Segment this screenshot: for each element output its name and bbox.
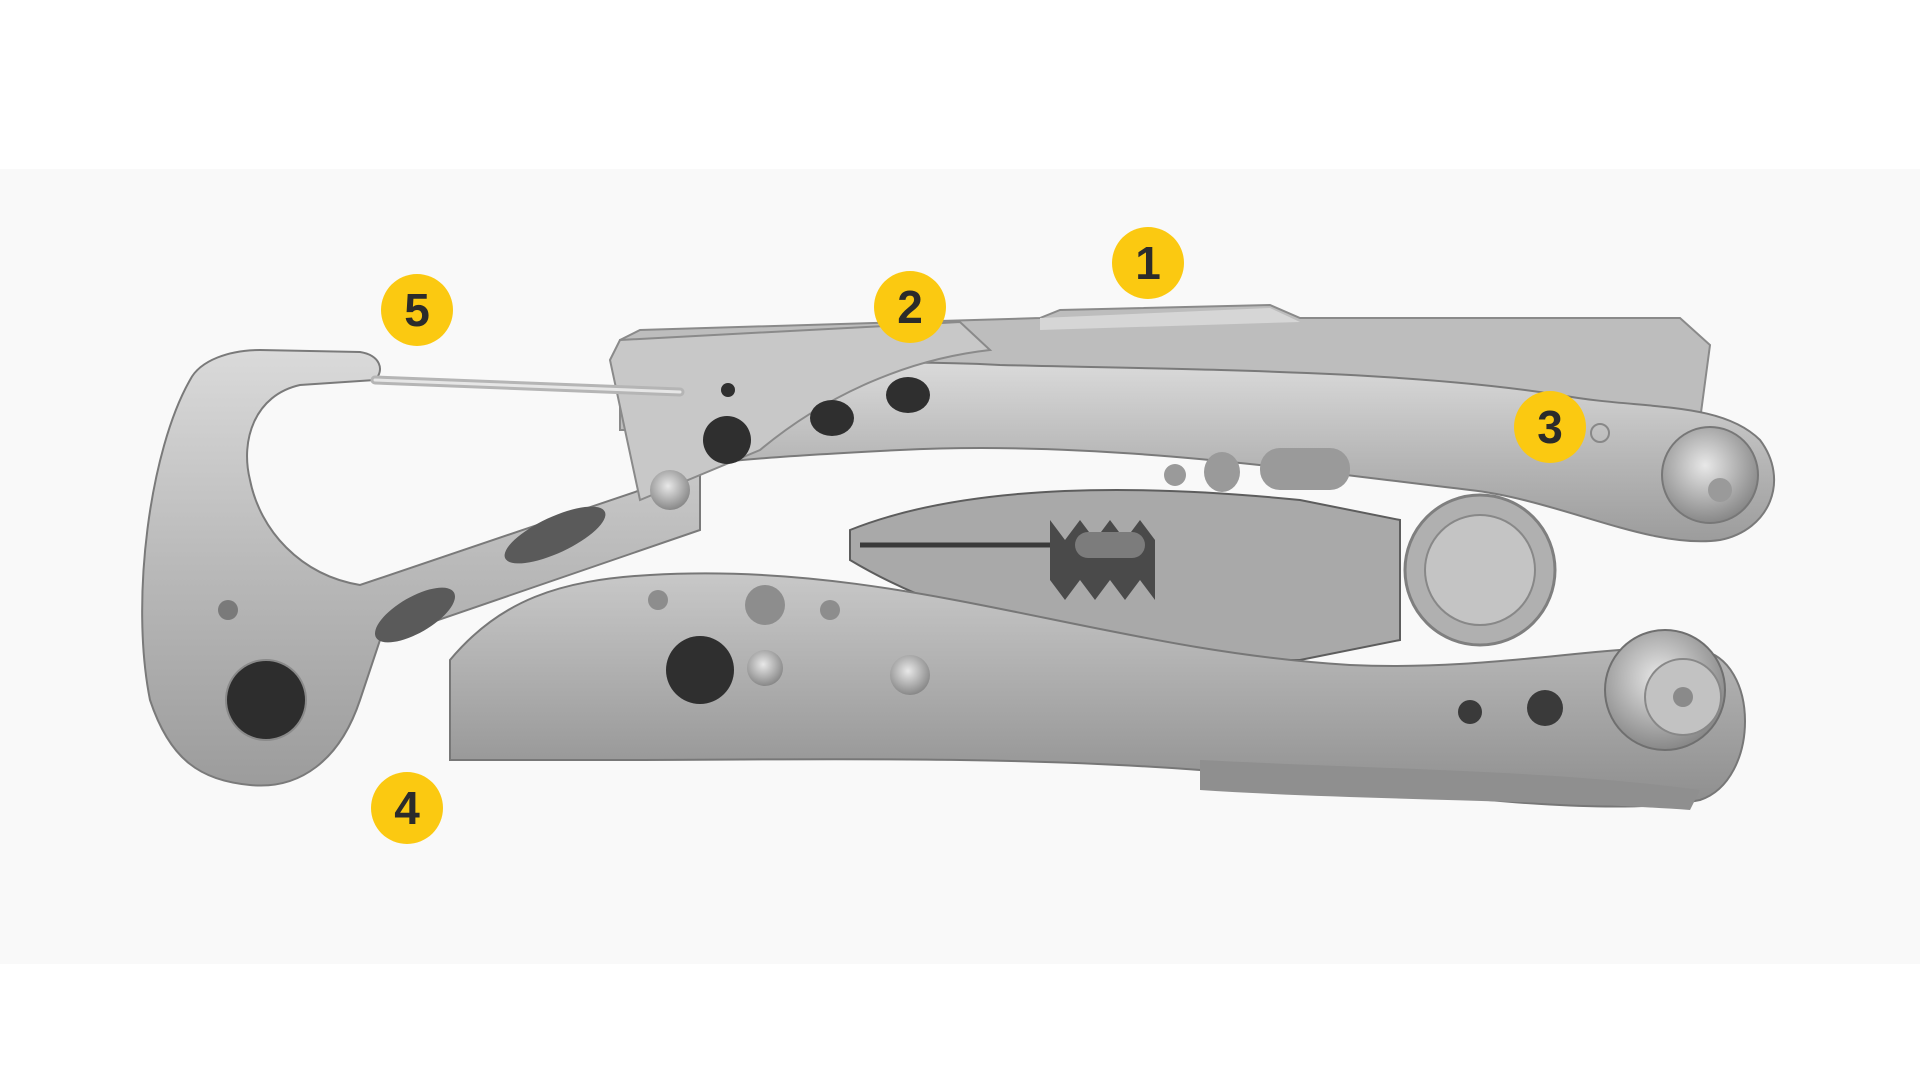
callout-3[interactable]: 3 (1514, 391, 1586, 463)
callout-5[interactable]: 5 (381, 274, 453, 346)
callout-4[interactable]: 4 (371, 772, 443, 844)
callout-2[interactable]: 2 (874, 271, 946, 343)
tool-body (141, 303, 1776, 810)
callout-1[interactable]: 1 (1112, 227, 1184, 299)
